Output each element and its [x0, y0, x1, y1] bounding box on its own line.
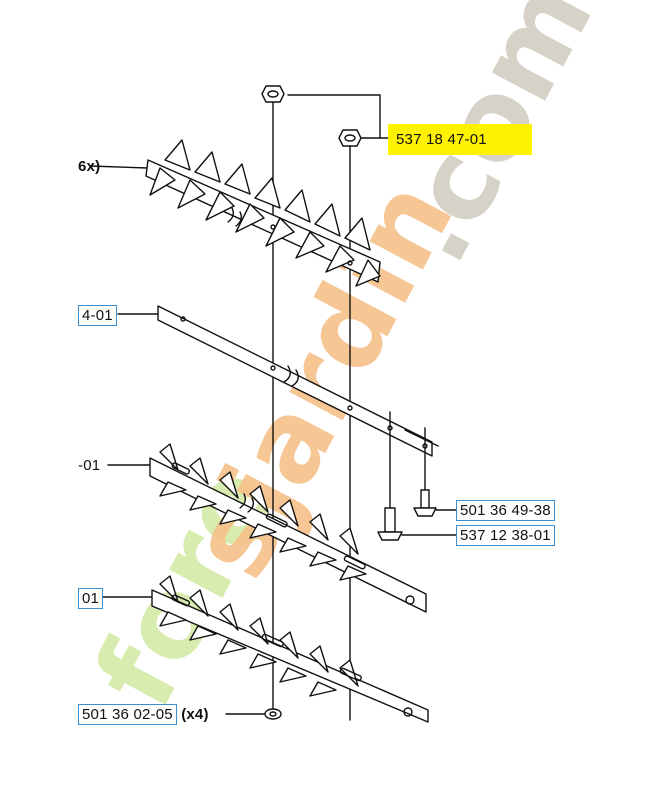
lower-blade-2 [97, 575, 429, 723]
washer-quantity: (x4) [181, 706, 209, 723]
washer-bottom [264, 708, 282, 720]
nut-top-right [338, 129, 362, 147]
part-label-washer: 501 36 02-05 (x4) [78, 704, 209, 725]
part-label-nut-highlighted: 537 18 47-01 [388, 124, 532, 155]
top-blade [89, 139, 381, 287]
part-label-screw-large: 537 12 38-01 [456, 525, 555, 546]
screw-large [377, 507, 403, 541]
nut-leader [287, 94, 381, 139]
nut-top-left [261, 85, 285, 103]
washer-part-number: 501 36 02-05 [78, 704, 177, 725]
part-label-flat-bar: 4-01 [78, 305, 117, 326]
screw-small [413, 489, 437, 517]
part-label-screw-small: 501 36 49-38 [456, 500, 555, 521]
part-label-blade-2: 01 [78, 588, 104, 609]
part-label-blade-1: -01 [78, 457, 101, 474]
flat-bar [117, 305, 439, 457]
lower-blade-1 [107, 443, 427, 613]
part-label-top-blade: 6x) [78, 158, 101, 175]
